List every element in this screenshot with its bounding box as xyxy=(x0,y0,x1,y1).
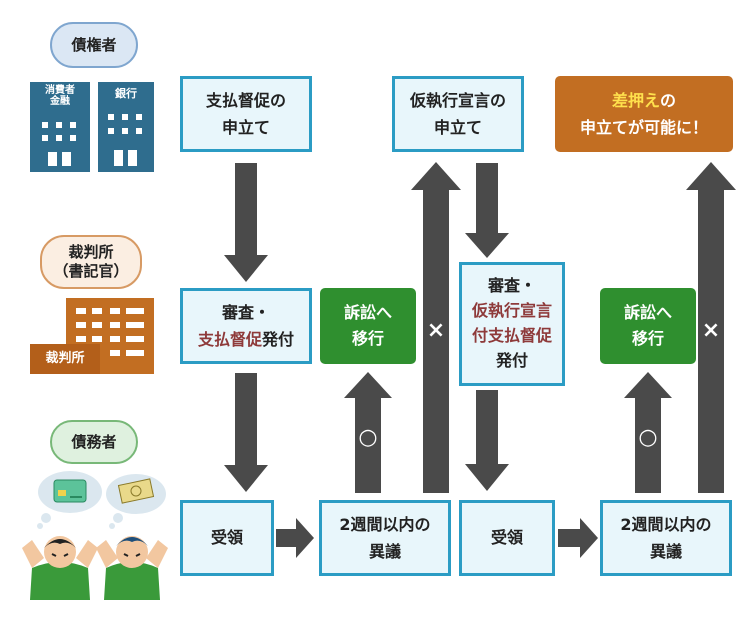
issue-label: 発付 xyxy=(262,330,295,349)
arrow-down-review-to-receive xyxy=(224,373,268,492)
worried-person-icon xyxy=(96,536,168,600)
receive-box-2: 受領 xyxy=(459,500,555,576)
money-icon xyxy=(117,478,155,504)
review-label: 審査・ xyxy=(221,302,270,322)
seizure-particle: の xyxy=(660,90,677,110)
arrow-down-apply-to-review xyxy=(224,163,268,282)
payment-demand-highlight-2: 付支払督促 xyxy=(471,326,552,345)
arrow-up-objection-to-litigation xyxy=(344,372,392,493)
court-building-icon xyxy=(30,298,154,374)
cross-mark-2: × xyxy=(701,318,721,343)
creditor-label: 債権者 xyxy=(50,22,138,68)
objection-text-1: 2週間以内の 異議 xyxy=(339,514,431,561)
circle-mark-1: ○ xyxy=(358,425,378,450)
litigation-box-2: 訴訟へ 移行 xyxy=(600,288,696,364)
cross-mark-1: × xyxy=(426,318,446,343)
litigation-box-1: 訴訟へ 移行 xyxy=(320,288,416,364)
arrow-up-objection-to-provisional xyxy=(411,162,461,493)
seizure-possible-box: 差押えの 申立てが可能に！ xyxy=(555,76,733,152)
debtor-label: 債務者 xyxy=(50,420,138,464)
litigation-text-2: 訴訟へ 移行 xyxy=(623,303,672,348)
objection-text-2: 2週間以内の 異議 xyxy=(620,514,712,561)
building-windows-icon xyxy=(42,122,76,166)
review-label-2: 審査・ xyxy=(487,276,536,296)
seizure-text: 申立てが可能に！ xyxy=(579,118,708,137)
litigation-text-1: 訴訟へ 移行 xyxy=(343,303,392,348)
arrow-down-provisional-to-review xyxy=(465,163,509,258)
objection-box-1: 2週間以内の 異議 xyxy=(319,500,451,576)
review-provisional-box: 審査・ 仮執行宣言 付支払督促 発付 xyxy=(459,262,565,386)
apply-provisional-text: 仮執行宣言の 申立て xyxy=(409,90,506,137)
review-issue-box: 審査・ 支払督促発付 xyxy=(180,288,312,364)
bank-label: 銀行 xyxy=(115,87,137,100)
receive-text-1: 受領 xyxy=(210,528,243,548)
objection-box-2: 2週間以内の 異議 xyxy=(600,500,732,576)
arrow-right-receive2-to-objection2 xyxy=(558,518,598,558)
seizure-highlight: 差押え xyxy=(611,90,660,110)
worried-person-icon xyxy=(22,536,98,600)
worried-debtors-illustration xyxy=(22,471,168,600)
card-icon xyxy=(53,479,87,503)
apply-payment-demand-text: 支払督促の 申立て xyxy=(205,90,286,137)
circle-mark-2: ○ xyxy=(638,425,658,450)
consumer-finance-label: 消費者 金融 xyxy=(45,85,75,107)
consumer-finance-building: 消費者 金融 xyxy=(30,82,90,172)
receive-box-1: 受領 xyxy=(180,500,274,576)
payment-demand-highlight: 支払督促 xyxy=(197,330,262,349)
arrow-right-receive-to-objection xyxy=(276,518,314,558)
arrow-up-objection2-to-litigation2 xyxy=(624,372,672,493)
bank-building: 銀行 xyxy=(98,82,154,172)
building-windows-icon xyxy=(108,114,142,166)
receive-text-2: 受領 xyxy=(490,528,523,548)
court-clerk-label: 裁判所 （書記官） xyxy=(40,235,142,289)
arrow-down-review2-to-receive2 xyxy=(465,390,509,491)
apply-provisional-box: 仮執行宣言の 申立て xyxy=(392,76,524,152)
apply-payment-demand-box: 支払督促の 申立て xyxy=(180,76,312,152)
issue-label-2: 発付 xyxy=(495,350,528,370)
arrow-up-objection2-to-seizure xyxy=(686,162,736,493)
court-building-label: 裁判所 xyxy=(45,351,85,366)
provisional-highlight: 仮執行宣言 xyxy=(471,301,552,321)
